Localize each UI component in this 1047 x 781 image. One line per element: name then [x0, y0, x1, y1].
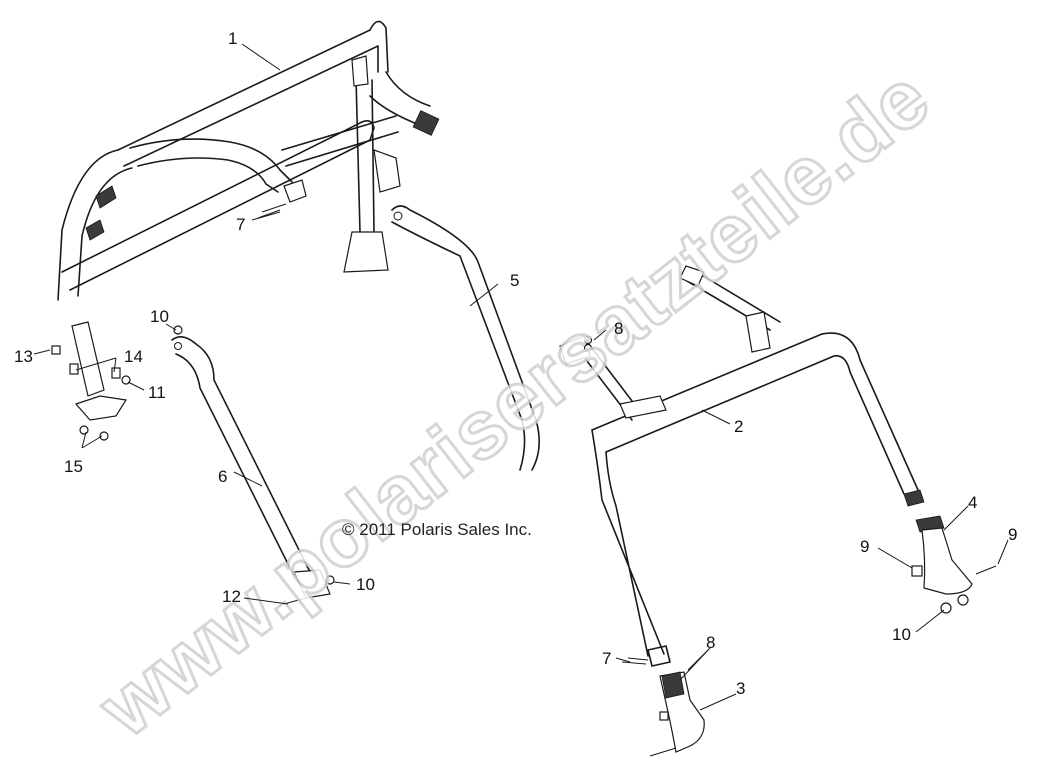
callout-5: 5 [510, 271, 519, 290]
callout-9-left: 9 [860, 537, 869, 556]
callout-10-top: 10 [150, 307, 169, 326]
rear-cage-frame [57, 20, 440, 301]
copyright-text: © 2011 Polaris Sales Inc. [342, 520, 532, 539]
front-cage-frame [559, 265, 925, 667]
watermark-text: www.polarisersatzteile.de [82, 52, 946, 755]
callout-7-rear: 7 [236, 215, 245, 234]
leader-lines [33, 43, 1009, 711]
callout-12: 12 [222, 587, 241, 606]
callout-8-bottom: 8 [706, 633, 715, 652]
callout-10-bottom: 10 [892, 625, 911, 644]
callout-7-front: 7 [602, 649, 611, 668]
right-foot-mount [911, 515, 997, 606]
rear-brace-tube [391, 205, 540, 471]
callout-14: 14 [124, 347, 143, 366]
callout-labels: 1 2 3 4 5 6 7 7 8 8 9 9 10 10 10 11 12 1… [14, 29, 1017, 698]
callout-6: 6 [218, 467, 227, 486]
left-foot-mount [649, 671, 705, 757]
callout-2: 2 [734, 417, 743, 436]
callout-13: 13 [14, 347, 33, 366]
callout-1: 1 [228, 29, 237, 48]
callout-10-middle: 10 [356, 575, 375, 594]
front-brace-tube [171, 336, 331, 599]
callout-4: 4 [968, 493, 977, 512]
callout-8-top: 8 [614, 319, 623, 338]
callout-11: 11 [148, 383, 166, 402]
callout-15: 15 [64, 457, 83, 476]
callout-3: 3 [736, 679, 745, 698]
callout-9-right: 9 [1008, 525, 1017, 544]
